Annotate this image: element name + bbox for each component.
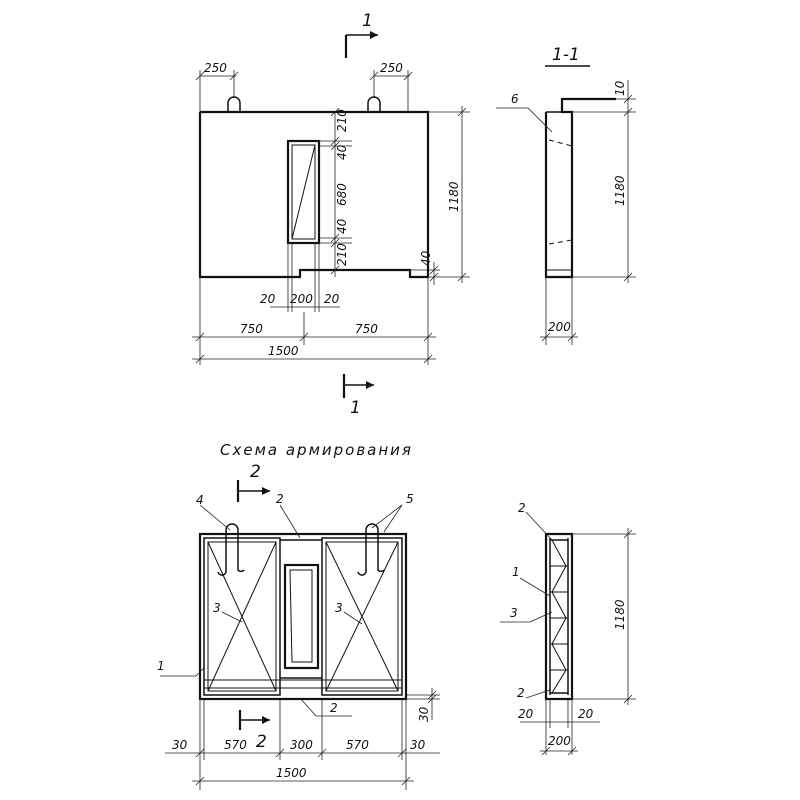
callout-2-2-bottom: 2 <box>517 686 551 700</box>
callout-6: 6 <box>496 92 553 133</box>
svg-text:2: 2 <box>330 701 338 715</box>
reinforcement-opening <box>283 563 320 670</box>
svg-text:1: 1 <box>157 659 165 673</box>
section-mark-top: 1 <box>344 11 378 58</box>
section-1-1-view: 1-1 6 10 1180 200 <box>496 45 636 345</box>
dim-section-height: 10 1180 <box>572 80 636 283</box>
opening <box>286 139 321 245</box>
dim-reinforcement-chain: 30 570 300 570 30 <box>165 699 440 790</box>
callout-2-bottom: 2 <box>299 697 352 717</box>
section-mark-label: 1 <box>350 398 361 418</box>
dim-loop-offset-left: 250 <box>195 61 239 112</box>
dim-reinforcement-total: 1500 <box>192 766 414 786</box>
svg-text:210: 210 <box>335 243 349 266</box>
dim-section-2-2-width: 200 <box>540 734 578 756</box>
dim-reinforcement-cover: 30 <box>406 688 440 722</box>
panel-outline <box>198 110 430 279</box>
svg-text:1180: 1180 <box>447 181 461 212</box>
svg-text:2: 2 <box>518 501 526 515</box>
svg-text:1180: 1180 <box>613 175 627 206</box>
svg-text:1500: 1500 <box>268 344 299 358</box>
callout-2-top: 2 <box>276 492 301 539</box>
svg-text:30: 30 <box>417 706 431 722</box>
section-mark-2-top: 2 <box>236 462 270 502</box>
callout-4: 4 <box>196 493 231 531</box>
lifting-loop-5 <box>365 523 385 573</box>
dim-half-widths: 750 750 <box>192 277 436 365</box>
dim-total-width: 1500 <box>192 344 436 364</box>
callout-2-2-1: 1 <box>512 565 551 597</box>
section-mark-label: 1 <box>362 11 373 31</box>
svg-text:750: 750 <box>240 322 263 336</box>
svg-text:750: 750 <box>355 322 378 336</box>
svg-text:570: 570 <box>224 738 247 752</box>
svg-text:200: 200 <box>548 320 571 334</box>
reinforcement-view: Схема армирования 2 2 <box>157 441 440 790</box>
svg-text:200: 200 <box>290 292 313 306</box>
svg-text:40: 40 <box>419 250 433 266</box>
svg-text:250: 250 <box>380 61 403 75</box>
dim-opening-vertical: 210 40 680 40 210 <box>319 107 352 277</box>
svg-text:300: 300 <box>290 738 313 752</box>
section-mark-2-bottom: 2 <box>238 710 270 752</box>
svg-text:30: 30 <box>410 738 426 752</box>
svg-text:2: 2 <box>517 686 525 700</box>
callout-3-left: 3 <box>213 601 243 623</box>
dim-section-width: 200 <box>540 277 578 345</box>
lifting-loop-left <box>227 96 241 112</box>
svg-text:3: 3 <box>213 601 221 615</box>
section-title: 1-1 <box>552 45 580 65</box>
svg-text:1: 1 <box>512 565 520 579</box>
dim-section-2-2-cover: 20 20 <box>518 699 600 755</box>
svg-text:6: 6 <box>511 92 519 106</box>
lifting-loop-4 <box>225 523 245 573</box>
svg-text:680: 680 <box>335 183 349 206</box>
svg-text:3: 3 <box>335 601 343 615</box>
svg-text:3: 3 <box>510 606 518 620</box>
svg-text:20: 20 <box>518 707 534 721</box>
callout-1: 1 <box>157 659 205 677</box>
svg-text:200: 200 <box>548 734 571 748</box>
svg-text:40: 40 <box>335 218 349 234</box>
reinforcement-title: Схема армирования <box>220 441 413 459</box>
callout-2-2-top: 2 <box>518 501 553 541</box>
svg-text:20: 20 <box>578 707 594 721</box>
elevation-view: 1 1 250 <box>192 11 470 418</box>
section-2-2-view: 2 1 3 2 1180 20 <box>500 501 636 756</box>
svg-text:570: 570 <box>346 738 369 752</box>
svg-text:40: 40 <box>335 144 349 160</box>
svg-text:20: 20 <box>324 292 340 306</box>
callout-3-right: 3 <box>335 601 363 625</box>
dim-opening-horizontal: 20 200 20 <box>260 243 340 312</box>
svg-text:30: 30 <box>172 738 188 752</box>
dim-height: 1180 <box>428 106 470 283</box>
lifting-loop-right <box>367 96 381 112</box>
section-outline <box>544 97 616 279</box>
dim-step: 40 <box>410 250 440 285</box>
section-mark-bottom: 1 <box>342 374 374 418</box>
svg-text:4: 4 <box>196 493 204 507</box>
svg-text:10: 10 <box>613 80 627 96</box>
svg-text:2: 2 <box>250 462 261 482</box>
svg-text:20: 20 <box>260 292 276 306</box>
section-2-2-outline <box>544 532 574 701</box>
svg-text:1500: 1500 <box>276 766 307 780</box>
svg-text:250: 250 <box>204 61 227 75</box>
callout-2-2-3: 3 <box>500 606 553 623</box>
dim-loop-offset-right: 250 <box>369 61 413 112</box>
reinforcement-panel-outline <box>198 532 408 701</box>
svg-text:210: 210 <box>335 109 349 132</box>
callout-5: 5 <box>371 492 414 533</box>
svg-text:2: 2 <box>256 732 267 752</box>
svg-text:5: 5 <box>406 492 414 506</box>
svg-text:1180: 1180 <box>613 599 627 630</box>
svg-text:2: 2 <box>276 492 284 506</box>
dim-section-2-2-height: 1180 <box>572 528 636 705</box>
